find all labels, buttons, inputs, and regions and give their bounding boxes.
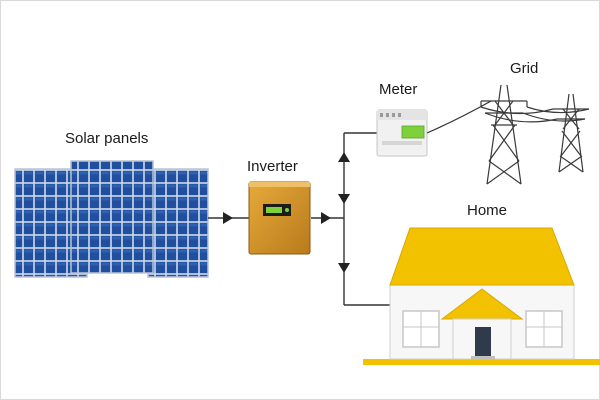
inverter-icon xyxy=(248,181,311,255)
grid-cable xyxy=(426,100,492,134)
label-home: Home xyxy=(467,202,508,219)
flow-arrows xyxy=(223,152,350,273)
power-tower-icon xyxy=(480,84,590,185)
label-inverter: Inverter xyxy=(247,158,298,175)
solar-panel-icon xyxy=(14,160,209,278)
electric-meter-icon xyxy=(376,109,428,157)
house-icon xyxy=(363,227,600,365)
label-grid: Grid xyxy=(510,60,539,77)
label-meter: Meter xyxy=(379,81,418,98)
label-solar-panels: Solar panels xyxy=(65,130,149,147)
